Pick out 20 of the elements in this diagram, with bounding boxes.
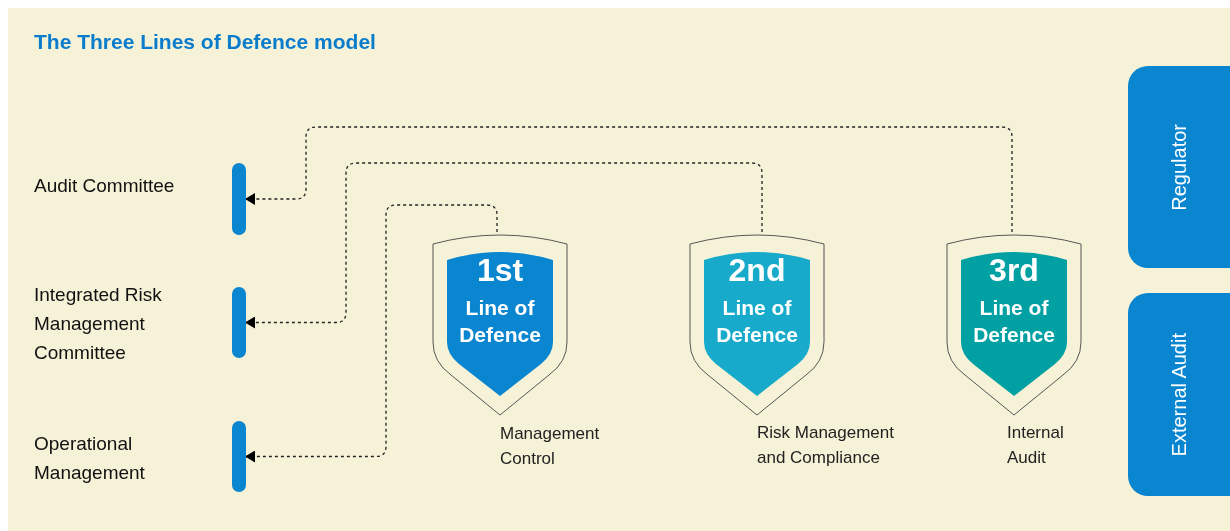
shield-label: Line of Defence <box>458 295 542 348</box>
dashed-arrow <box>245 204 498 463</box>
panel-label: Regulator <box>1167 123 1191 211</box>
side-panel <box>1128 293 1230 496</box>
dashed-arrow <box>245 126 1013 233</box>
side-panel <box>1128 66 1230 268</box>
ordinal-heading: 3rd <box>988 252 1040 289</box>
shield-label: Line of Defence <box>715 295 799 348</box>
diagram-title: The Three Lines of Defence model <box>34 30 376 54</box>
shield-label: Line of Defence <box>972 295 1056 348</box>
committee-label: Operational Management <box>34 432 146 485</box>
dashed-arrow <box>245 162 763 329</box>
line-caption: Management Control <box>500 423 601 470</box>
panel-label: External Audit <box>1167 332 1191 457</box>
ordinal-heading: 1st <box>475 252 525 289</box>
committee-label: Audit Committee <box>34 174 176 198</box>
ordinal-heading: 2nd <box>727 252 787 289</box>
committee-label: Integrated Risk Management Committee <box>34 283 163 365</box>
line-caption: Risk Management and Compliance <box>757 422 895 469</box>
line-caption: Internal Audit <box>1007 422 1065 469</box>
